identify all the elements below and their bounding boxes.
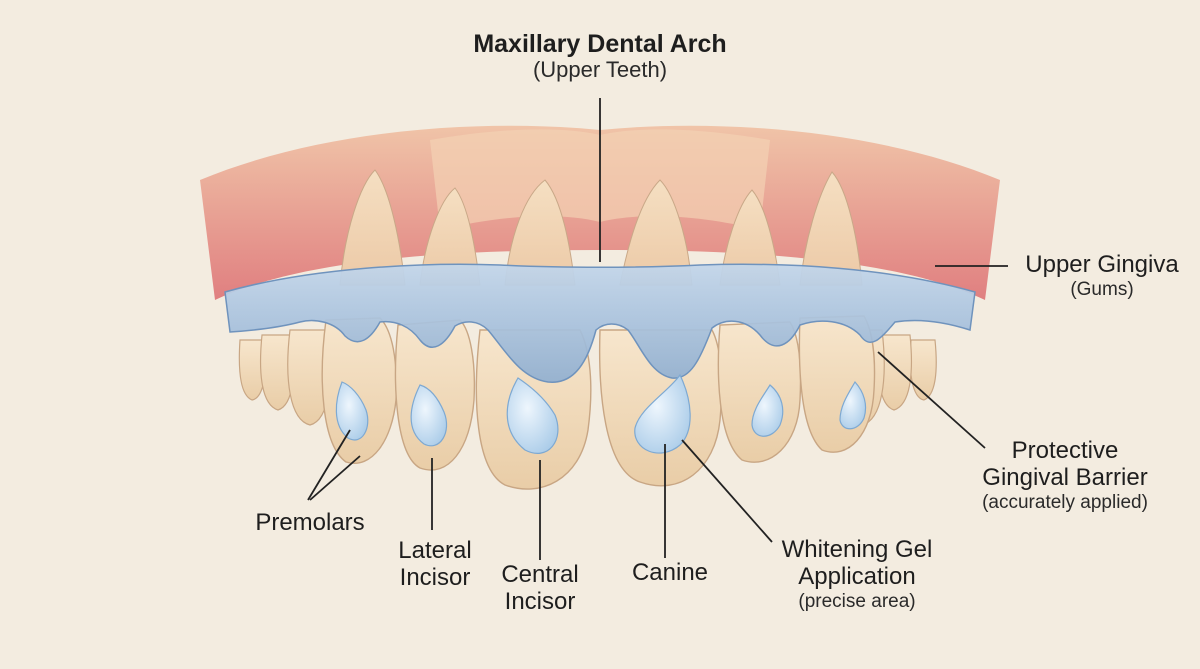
barrier-line2: Gingival Barrier — [982, 463, 1148, 491]
barrier-leader — [877, 351, 986, 449]
tooth-roots — [339, 169, 863, 286]
gel-line1: Whitening Gel — [781, 536, 933, 563]
label-central-incisor: Central Incisor — [480, 561, 600, 616]
canine-text: Canine — [631, 559, 709, 586]
central-line1: Central — [501, 561, 579, 588]
whitening-gel — [335, 373, 867, 454]
label-gingival-barrier: Protective Gingival Barrier (accurately … — [960, 437, 1170, 513]
gingival-barrier — [224, 263, 976, 383]
barrier-sub: (accurately applied) — [982, 491, 1148, 513]
label-upper-gingiva: Upper Gingiva (Gums) — [1012, 251, 1192, 300]
lateral-line2: Incisor — [399, 563, 471, 591]
title-main: Maxillary Dental Arch — [473, 30, 727, 58]
label-lateral-incisor: Lateral Incisor — [375, 537, 495, 592]
title-sub: (Upper Teeth) — [532, 57, 668, 82]
premolar-leader-b — [309, 455, 361, 501]
central-line2: Incisor — [504, 587, 576, 615]
gel-leader — [681, 439, 773, 543]
gingiva-sub: (Gums) — [1070, 278, 1134, 300]
lateral-line1: Lateral — [398, 537, 472, 564]
premolar-leader-a — [307, 429, 351, 501]
label-premolars: Premolars — [240, 509, 380, 537]
premolars-text: Premolars — [255, 509, 365, 536]
label-whitening-gel: Whitening Gel Application (precise area) — [752, 536, 962, 612]
label-canine: Canine — [610, 559, 730, 587]
gel-line2: Application — [798, 562, 916, 590]
leader-lines — [307, 98, 1008, 560]
gingiva-main: Upper Gingiva — [1025, 251, 1179, 278]
gel-sub: (precise area) — [798, 590, 916, 612]
diagram-title: Maxillary Dental Arch (Upper Teeth) — [440, 30, 760, 83]
barrier-line1: Protective — [1011, 437, 1119, 464]
tooth-crowns — [321, 315, 876, 490]
